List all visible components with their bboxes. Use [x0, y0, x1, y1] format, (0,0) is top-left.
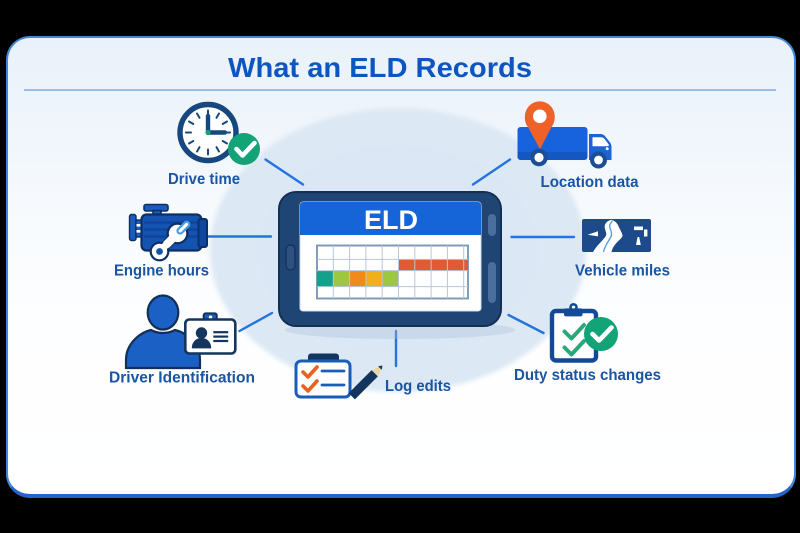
svg-text:Drive time: Drive time: [168, 171, 240, 188]
svg-text:Log edits: Log edits: [385, 378, 451, 395]
svg-text:ELD: ELD: [364, 205, 418, 235]
svg-text:Duty status changes: Duty status changes: [514, 367, 661, 384]
svg-text:Engine hours: Engine hours: [114, 263, 209, 280]
svg-text:Vehicle miles: Vehicle miles: [575, 263, 670, 280]
svg-text:Driver Identification: Driver Identification: [109, 370, 255, 387]
svg-text:Location data: Location data: [541, 174, 639, 191]
svg-text:What an ELD Records: What an ELD Records: [228, 52, 532, 83]
